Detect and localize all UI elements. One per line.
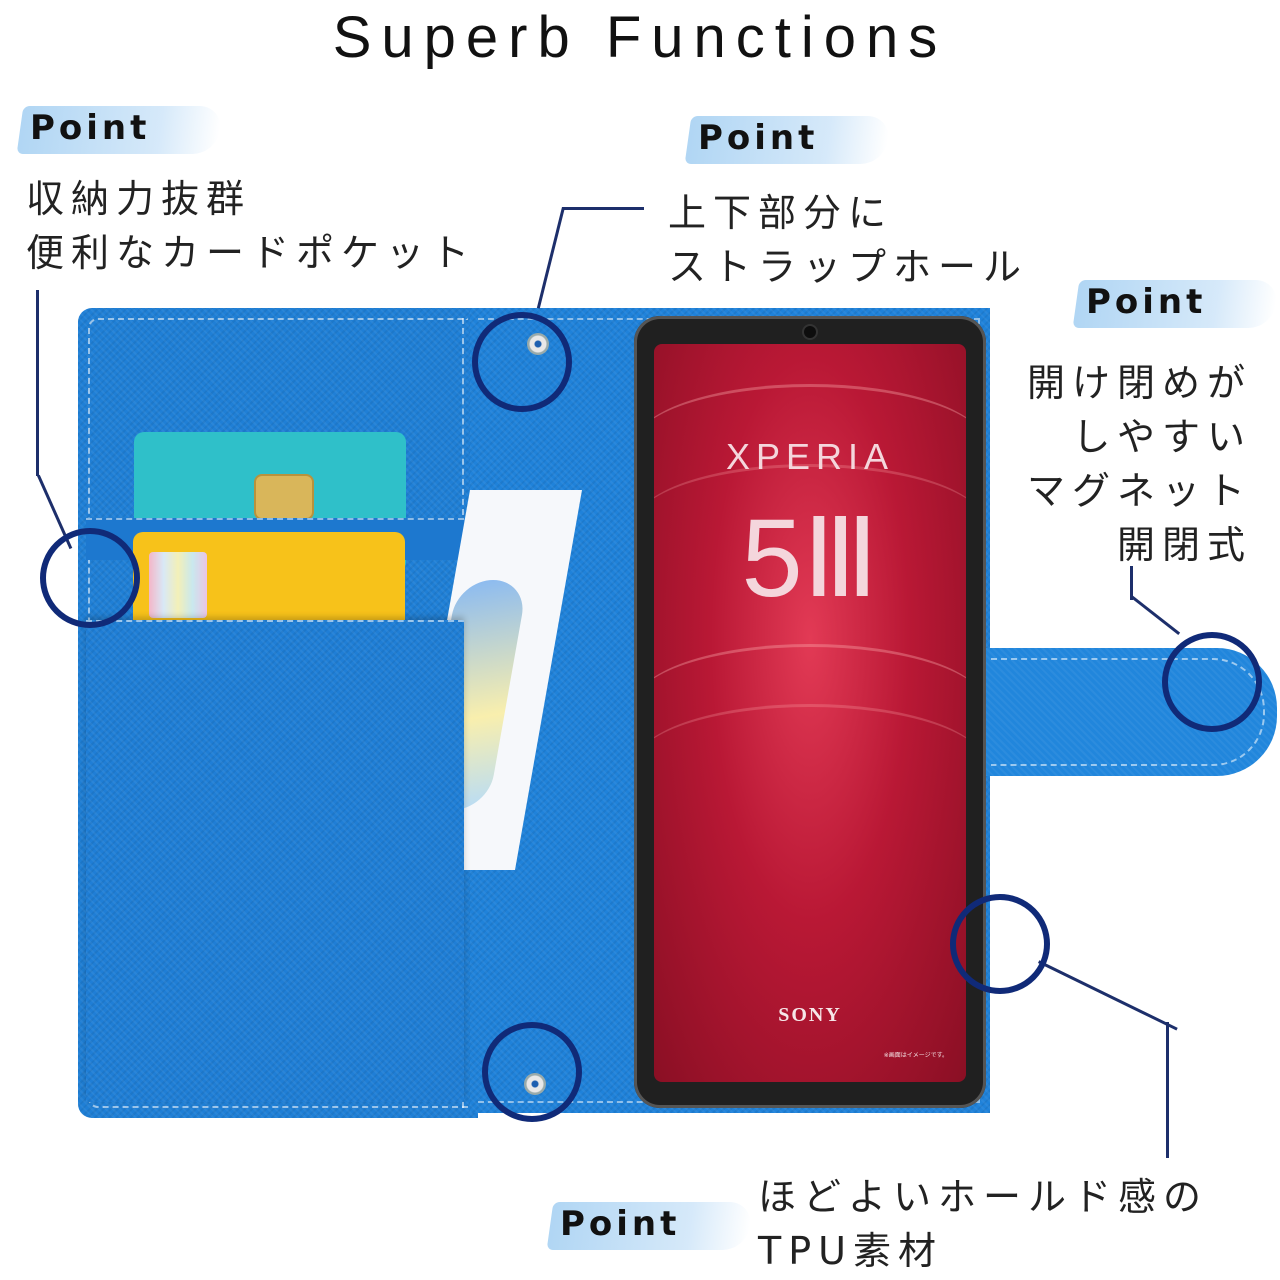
highlight-circle-magnet: [1162, 632, 1262, 732]
callout-line-4: [1166, 1022, 1169, 1158]
highlight-circle-strap-top: [472, 312, 572, 412]
callout-line-3b: [1131, 595, 1181, 635]
maker-logo-text: SONY: [778, 1004, 842, 1026]
phone-model-text: 5Ⅲ: [741, 497, 879, 620]
front-camera-icon: [804, 326, 816, 338]
highlight-circle-tpu: [950, 894, 1050, 994]
smartphone: XPERIA 5Ⅲ SONY ※画面はイメージです。: [634, 316, 986, 1108]
page-title: Superb Functions: [332, 5, 948, 70]
hologram-icon: [149, 552, 207, 618]
card-chip-icon: [254, 474, 314, 520]
point-label-4: Point: [546, 1196, 754, 1252]
card-pocket-lower: [86, 620, 464, 1102]
point-1-description: 収納力抜群便利なカードポケット: [26, 177, 477, 275]
point-label-2: Point: [684, 110, 892, 166]
point-label-3: Point: [1072, 274, 1280, 330]
point-3-description: 開け閉めがしやすいマグネット開閉式: [1026, 361, 1252, 567]
phone-screen: XPERIA 5Ⅲ SONY ※画面はイメージです。: [654, 344, 966, 1082]
callout-line-2: [562, 207, 644, 210]
highlight-circle-strap-bottom: [482, 1022, 582, 1122]
highlight-circle-card-pocket: [40, 528, 140, 628]
screen-note: ※画面はイメージです。: [883, 1052, 948, 1059]
callout-line-3: [1130, 566, 1133, 600]
point-2-description: 上下部分にストラップホール: [668, 191, 1029, 289]
phone-brand-text: XPERIA: [725, 436, 895, 477]
callout-line-4b: [1038, 960, 1178, 1031]
callout-line-2b: [536, 207, 565, 309]
point-label-1: Point: [16, 100, 224, 156]
callout-line-1: [36, 290, 39, 476]
